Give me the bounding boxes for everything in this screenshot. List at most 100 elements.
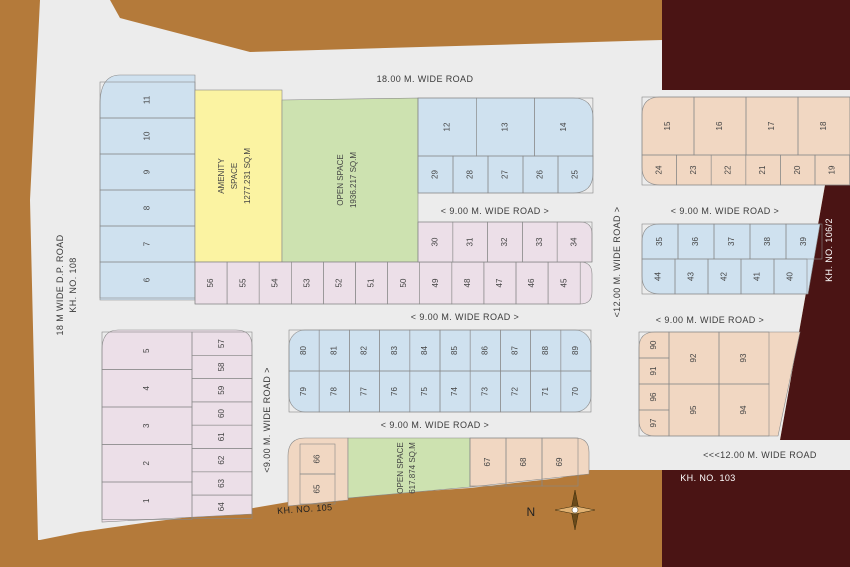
plot-26-label: 26 [536,170,545,179]
plot-38-label: 38 [763,237,772,246]
plot-13-label: 13 [501,122,510,131]
plot-20-label: 20 [793,165,802,174]
plot-63-label: 63 [217,478,226,487]
land-west [0,0,40,540]
plot-11-label: 11 [143,95,152,104]
plot-7-label: 7 [143,241,152,246]
plot-94-label: 94 [739,405,748,414]
plot-54-label: 54 [270,278,279,287]
plot-29-label: 29 [431,170,440,179]
plot-53-label: 53 [302,278,311,287]
road-west-kh-label: KH. NO. 108 [68,257,78,312]
plot-93-label: 93 [739,353,748,362]
plot-56-label: 56 [206,278,215,287]
plot-65-label: 65 [313,484,322,493]
plot-40-cell [773,258,808,295]
plot-24-label: 24 [654,165,663,174]
plot-96-label: 96 [649,392,658,401]
plot-15-label: 15 [663,121,672,130]
dark-land-south [662,470,850,567]
road-vertical-12-label: <12.00 M. WIDE ROAD > [612,207,622,318]
plot-18-label: 18 [819,121,828,130]
plot-34-cell [556,221,593,263]
open-space-2-area: 617.874 SQ.M [408,442,417,494]
plot-77-label: 77 [360,387,369,396]
amenity-space: AMENITY SPACE 1277.231 SQ.M [194,89,283,263]
block-j-shape [287,437,349,507]
amenity-shape [194,89,283,263]
plot-92-label: 92 [689,353,698,362]
plot-80-label: 80 [299,346,308,355]
plot-22-label: 22 [724,165,733,174]
plot-21-label: 21 [758,165,767,174]
plot-72-label: 72 [511,387,520,396]
plot-4-label: 4 [142,385,151,390]
plot-51-label: 51 [367,278,376,287]
plot-42-label: 42 [720,272,729,281]
plot-55-label: 55 [238,278,247,287]
road-south-label: <<<12.00 M. WIDE ROAD [703,450,817,460]
plot-69-label: 69 [555,457,564,466]
plot-90-label: 90 [649,340,658,349]
plot-39-label: 39 [799,237,808,246]
plot-49-label: 49 [431,278,440,287]
plot-6-label: 6 [143,277,152,282]
plot-25-label: 25 [571,170,580,179]
plot-83-label: 83 [390,346,399,355]
plot-91-label: 91 [649,366,658,375]
plot-69-cell [541,437,579,487]
plot-66-label: 66 [313,454,322,463]
plot-12-label: 12 [442,122,451,131]
road-inner-2-label: < 9.00 M. WIDE ROAD > [671,206,779,216]
plot-74-label: 74 [450,387,459,396]
plot-52-label: 52 [335,278,344,287]
plot-78-label: 78 [329,387,338,396]
plot-57-label: 57 [217,339,226,348]
plot-5-label: 5 [142,348,151,353]
road-inner-3-label: < 9.00 M. WIDE ROAD > [411,312,519,322]
plot-86-label: 86 [480,346,489,355]
plot-79-label: 79 [299,387,308,396]
plot-85-label: 85 [450,346,459,355]
plot-67-label: 67 [483,457,492,466]
plot-94-cell [718,383,770,437]
road-inner-5-label: < 9.00 M. WIDE ROAD > [381,420,489,430]
plot-48-label: 48 [463,278,472,287]
plot-61-label: 61 [217,432,226,441]
plot-10-label: 10 [143,131,152,140]
plot-65-cell [299,473,336,505]
plot-84-label: 84 [420,346,429,355]
plot-62-label: 62 [217,455,226,464]
plot-68-label: 68 [519,457,528,466]
kh-south-east-label: KH. NO. 103 [680,473,735,483]
plot-28-label: 28 [466,170,475,179]
plot-89-label: 89 [571,346,580,355]
block-g-shape [101,329,253,523]
plot-44-label: 44 [654,272,663,281]
plot-8-label: 8 [143,205,152,210]
road-inner-1-label: < 9.00 M. WIDE ROAD > [441,206,549,216]
plot-35-label: 35 [655,237,664,246]
compass-center [571,506,579,514]
plot-58-label: 58 [217,362,226,371]
plot-33-label: 33 [535,237,544,246]
amenity-name-2: SPACE [230,163,239,190]
plot-71-label: 71 [541,387,550,396]
plot-1-label: 1 [142,498,151,503]
plot-81-label: 81 [329,346,338,355]
plot-50-label: 50 [399,278,408,287]
plot-41-label: 41 [753,272,762,281]
plot-9-label: 9 [143,169,152,174]
plot-59-label: 59 [217,385,226,394]
amenity-name-1: AMENITY [217,158,226,194]
open-space-1-area: 1936.217 SQ.M [349,152,358,208]
plot-25-cell [557,155,594,194]
plot-36-label: 36 [691,237,700,246]
dark-land-top [662,0,850,90]
